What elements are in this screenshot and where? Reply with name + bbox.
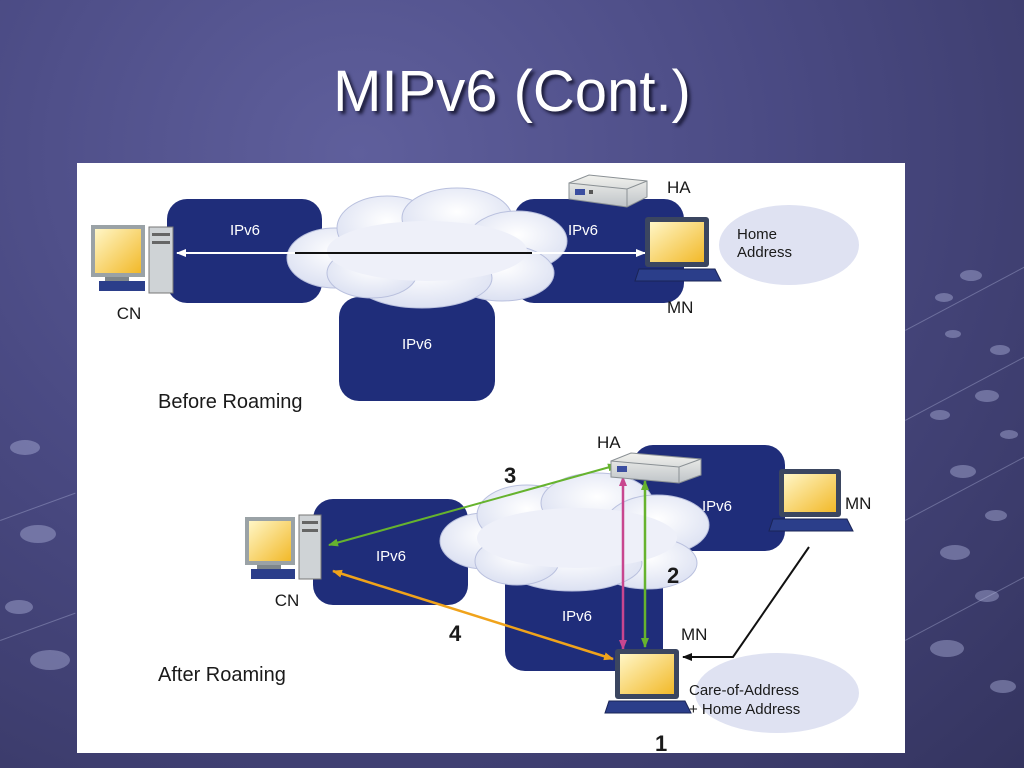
after-bubble-line2: + Home Address: [689, 701, 800, 718]
after-cn-label: CN: [275, 591, 300, 610]
desktop-computer-icon: [245, 514, 322, 580]
before-net-left-label: IPv6: [230, 222, 260, 239]
arrow-roaming-black: [682, 546, 810, 661]
before-bubble-line2: Address: [737, 244, 792, 261]
router-server-icon: [610, 452, 702, 484]
step-number-1: 1: [655, 731, 667, 753]
after-net-right-label: IPv6: [702, 498, 732, 515]
before-bubble-line1: Home: [737, 226, 777, 243]
laptop-icon: [604, 649, 692, 714]
desktop-computer-icon: [91, 225, 174, 294]
after-net-bottom-label: IPv6: [562, 608, 592, 625]
after-roaming-caption: After Roaming: [158, 664, 286, 686]
after-care-of-address-bubble: [695, 653, 859, 733]
arrow-step4-orange: [332, 569, 614, 661]
before-net-bottom-label: IPv6: [402, 336, 432, 353]
before-network-bottom: [339, 297, 495, 401]
slide-title: MIPv6 (Cont.): [333, 59, 691, 124]
before-net-right-label: IPv6: [568, 222, 598, 239]
before-home-address-bubble: [719, 205, 859, 285]
laptop-icon: [634, 217, 722, 282]
before-roaming-caption: Before Roaming: [158, 391, 303, 413]
after-net-left-label: IPv6: [376, 548, 406, 565]
router-server-icon: [568, 174, 648, 208]
step-number-2: 2: [667, 563, 679, 588]
after-mn-visit-label: MN: [681, 625, 707, 644]
laptop-icon: [768, 469, 854, 532]
mipv6-diagram-figure: IPv6 IPv6 IPv6 Home Address CN HA: [77, 163, 905, 753]
step-number-4: 4: [449, 621, 462, 646]
after-ha-label: HA: [597, 433, 621, 452]
before-ha-label: HA: [667, 178, 691, 197]
before-roaming-section: IPv6 IPv6 IPv6 Home Address CN HA: [91, 174, 859, 413]
step-number-3: 3: [504, 463, 516, 488]
after-bubble-line1: Care-of-Address: [689, 682, 799, 699]
after-mn-home-label: MN: [845, 494, 871, 513]
before-cn-label: CN: [117, 304, 142, 323]
before-mn-label: MN: [667, 298, 693, 317]
after-roaming-section: IPv6 IPv6 IPv6 Care-of-Address + Home Ad…: [158, 433, 871, 753]
before-network-left: [167, 199, 322, 303]
arrow-step3-green: [328, 463, 618, 547]
